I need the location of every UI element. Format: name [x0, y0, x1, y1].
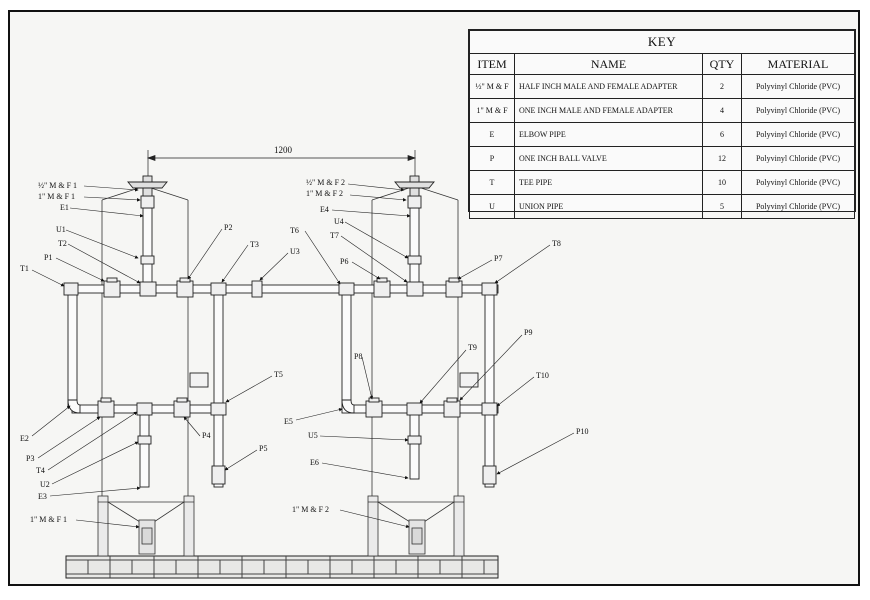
label-p4: P4	[202, 431, 210, 440]
cell-material: Polyvinyl Chloride (PVC)	[741, 74, 855, 99]
header-material: MATERIAL	[741, 53, 855, 75]
cell-qty: 2	[702, 74, 742, 99]
cell-qty: 10	[702, 170, 742, 195]
label-omf2: 1" M & F 2	[306, 189, 343, 198]
label-hmf1: ½" M & F 1	[38, 181, 77, 190]
label-t4: T4	[36, 466, 45, 475]
label-t3: T3	[250, 240, 259, 249]
table-row: 1" M & F ONE INCH MALE AND FEMALE ADAPTE…	[469, 98, 855, 123]
table-row: P ONE INCH BALL VALVE 12 Polyvinyl Chlor…	[469, 146, 855, 171]
label-u5: U5	[308, 431, 318, 440]
label-e6: E6	[310, 458, 319, 467]
cell-item: T	[469, 170, 515, 195]
cell-material: Polyvinyl Chloride (PVC)	[741, 98, 855, 123]
base-platform	[65, 555, 499, 579]
cell-material: Polyvinyl Chloride (PVC)	[741, 122, 855, 147]
cell-name: TEE PIPE	[514, 170, 703, 195]
header-qty: QTY	[702, 53, 742, 75]
label-t7: T7	[330, 231, 339, 240]
label-t2: T2	[58, 239, 67, 248]
label-u1: U1	[56, 225, 66, 234]
component-labels: ½" M & F 1 1" M & F 1 E1 U1 T2 P1 T1 P2 …	[20, 178, 588, 524]
label-t1: T1	[20, 264, 29, 273]
dimension-label: 1200	[274, 145, 293, 155]
cell-qty: 5	[702, 194, 742, 219]
label-e2: E2	[20, 434, 29, 443]
table-row: U UNION PIPE 5 Polyvinyl Chloride (PVC)	[469, 194, 855, 219]
label-t5: T5	[274, 370, 283, 379]
table-row: E ELBOW PIPE 6 Polyvinyl Chloride (PVC)	[469, 122, 855, 147]
label-p1: P1	[44, 253, 52, 262]
cell-qty: 4	[702, 98, 742, 123]
label-bmf1: 1" M & F 1	[30, 515, 67, 524]
label-t10: T10	[536, 371, 549, 380]
key-title: KEY	[469, 30, 855, 54]
cell-name: ONE INCH BALL VALVE	[514, 146, 703, 171]
label-p3: P3	[26, 454, 34, 463]
label-u4: U4	[334, 217, 344, 226]
label-p2: P2	[224, 223, 232, 232]
key-table: KEY ITEM NAME QTY MATERIAL ½" M & F HALF…	[468, 29, 856, 219]
cell-material: Polyvinyl Chloride (PVC)	[741, 194, 855, 219]
table-row: ½" M & F HALF INCH MALE AND FEMALE ADAPT…	[469, 74, 855, 99]
cell-material: Polyvinyl Chloride (PVC)	[741, 146, 855, 171]
label-bmf2: 1" M & F 2	[292, 505, 329, 514]
cell-qty: 12	[702, 146, 742, 171]
leader-lines	[31, 183, 575, 529]
label-e4: E4	[320, 205, 329, 214]
cell-name: ELBOW PIPE	[514, 122, 703, 147]
cell-item: U	[469, 194, 515, 219]
cell-item: 1" M & F	[469, 98, 515, 123]
piping	[65, 207, 499, 488]
label-hmf2: ½" M & F 2	[306, 178, 345, 187]
cell-item: P	[469, 146, 515, 171]
header-name: NAME	[514, 53, 703, 75]
label-p5: P5	[259, 444, 267, 453]
label-t8: T8	[552, 239, 561, 248]
cell-name: HALF INCH MALE AND FEMALE ADAPTER	[514, 74, 703, 99]
label-p9: P9	[524, 328, 532, 337]
spray-nozzles	[127, 175, 435, 197]
label-p8: P8	[354, 352, 362, 361]
label-e5: E5	[284, 417, 293, 426]
right-vessel	[367, 185, 465, 557]
header-item: ITEM	[469, 53, 515, 75]
label-p7: P7	[494, 254, 502, 263]
label-e3: E3	[38, 492, 47, 501]
label-t6: T6	[290, 226, 299, 235]
table-row: T TEE PIPE 10 Polyvinyl Chloride (PVC)	[469, 170, 855, 195]
label-t9: T9	[468, 343, 477, 352]
cell-material: Polyvinyl Chloride (PVC)	[741, 170, 855, 195]
cell-qty: 6	[702, 122, 742, 147]
cell-name: UNION PIPE	[514, 194, 703, 219]
cell-item: E	[469, 122, 515, 147]
label-u3: U3	[290, 247, 300, 256]
cell-name: ONE INCH MALE AND FEMALE ADAPTER	[514, 98, 703, 123]
fittings	[63, 195, 498, 485]
label-omf1: 1" M & F 1	[38, 192, 75, 201]
label-u2: U2	[40, 480, 50, 489]
label-p6: P6	[340, 257, 348, 266]
dimension-line	[146, 150, 417, 176]
left-vessel	[97, 185, 195, 557]
label-e1: E1	[60, 203, 69, 212]
label-p10: P10	[576, 427, 588, 436]
cell-item: ½" M & F	[469, 74, 515, 99]
